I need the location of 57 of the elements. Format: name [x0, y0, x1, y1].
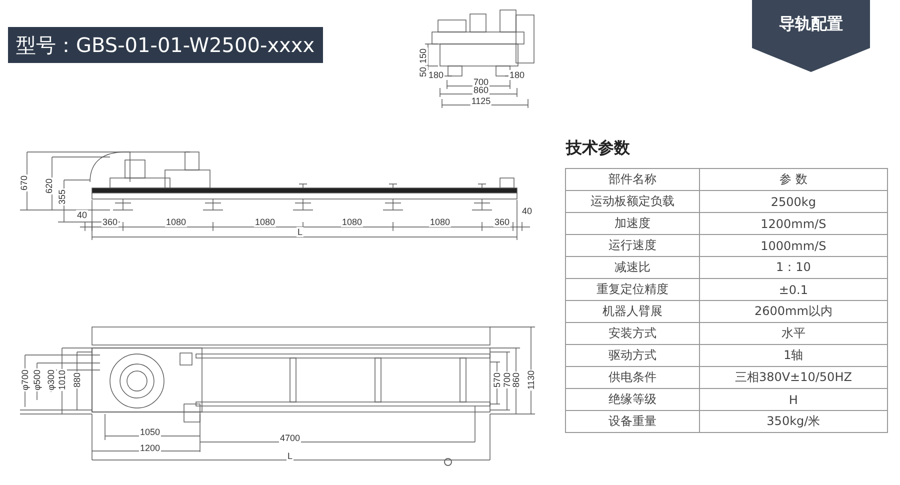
- table-cell: ±0.1: [699, 278, 888, 300]
- table-cell: 2500kg: [699, 190, 888, 212]
- table-cell: 供电条件: [566, 366, 700, 388]
- dimension-label: φ300: [46, 368, 56, 392]
- table-title: 技术参数: [566, 138, 630, 159]
- dimension-label: 150: [418, 47, 428, 65]
- table-cell: 运行速度: [566, 234, 700, 256]
- table-cell: 设备重量: [566, 410, 700, 432]
- section-tab-label: 导轨配置: [778, 14, 844, 35]
- dimension-label: 40: [521, 206, 533, 216]
- dimension-label: 1080: [164, 217, 188, 227]
- table-cell: 重复定位精度: [566, 278, 700, 300]
- dimension-label: 620: [44, 177, 54, 195]
- table-cell: 1000mm/S: [699, 234, 888, 256]
- dimension-label: 1130: [526, 369, 536, 391]
- table-cell: 三相380V±10/50HZ: [699, 366, 888, 388]
- dimension-label: 860: [511, 371, 521, 389]
- title-banner: 型号：GBS-01-01-W2500-xxxx: [8, 27, 323, 63]
- table-cell: 参 数: [699, 168, 888, 190]
- dimension-label: 1080: [340, 217, 364, 227]
- dimension-label: 1125: [470, 96, 492, 106]
- dimension-label: 1080: [428, 217, 452, 227]
- dimension-label: 360: [493, 217, 511, 227]
- dimension-label: 50: [418, 66, 428, 78]
- table-cell: 安装方式: [566, 322, 700, 344]
- table-cell: 部件名称: [566, 168, 700, 190]
- table-cell: 运动板额定负载: [566, 190, 700, 212]
- dimension-label: 40: [76, 210, 88, 220]
- dimension-label: 860: [472, 85, 490, 95]
- dimension-label: 1080: [254, 217, 276, 227]
- dimension-label: 180: [508, 70, 526, 80]
- table-cell: 减速比: [566, 256, 700, 278]
- dimension-label: 570: [492, 371, 502, 389]
- dimension-label: 670: [19, 174, 29, 192]
- dimension-label: 1050: [138, 427, 162, 437]
- dimension-label: 360: [101, 217, 119, 227]
- table-cell: 机器人臂展: [566, 300, 700, 322]
- table-cell: 1：10: [699, 256, 888, 278]
- dimension-label: 1010: [57, 368, 67, 392]
- table-cell: 1轴: [699, 344, 888, 366]
- table-cell: H: [699, 388, 888, 410]
- dimension-label: 355: [57, 188, 67, 206]
- dimension-label: 880: [72, 371, 82, 389]
- table-cell: 水平: [699, 322, 888, 344]
- dimension-label: L: [286, 451, 294, 461]
- dimension-label: 4700: [278, 433, 302, 443]
- table-cell: 绝缘等级: [566, 388, 700, 410]
- dimension-label: L: [296, 227, 304, 237]
- table-cell: 350kg/米: [699, 410, 888, 432]
- dimension-label: φ700: [20, 368, 30, 392]
- dimension-label: φ500: [32, 368, 42, 392]
- table-cell: 1200mm/S: [699, 212, 888, 234]
- dimension-label: 180: [427, 70, 445, 80]
- dimension-label: 1200: [138, 443, 162, 453]
- table-cell: 驱动方式: [566, 344, 700, 366]
- table-cell: 加速度: [566, 212, 700, 234]
- table-cell: 2600mm以内: [699, 300, 888, 322]
